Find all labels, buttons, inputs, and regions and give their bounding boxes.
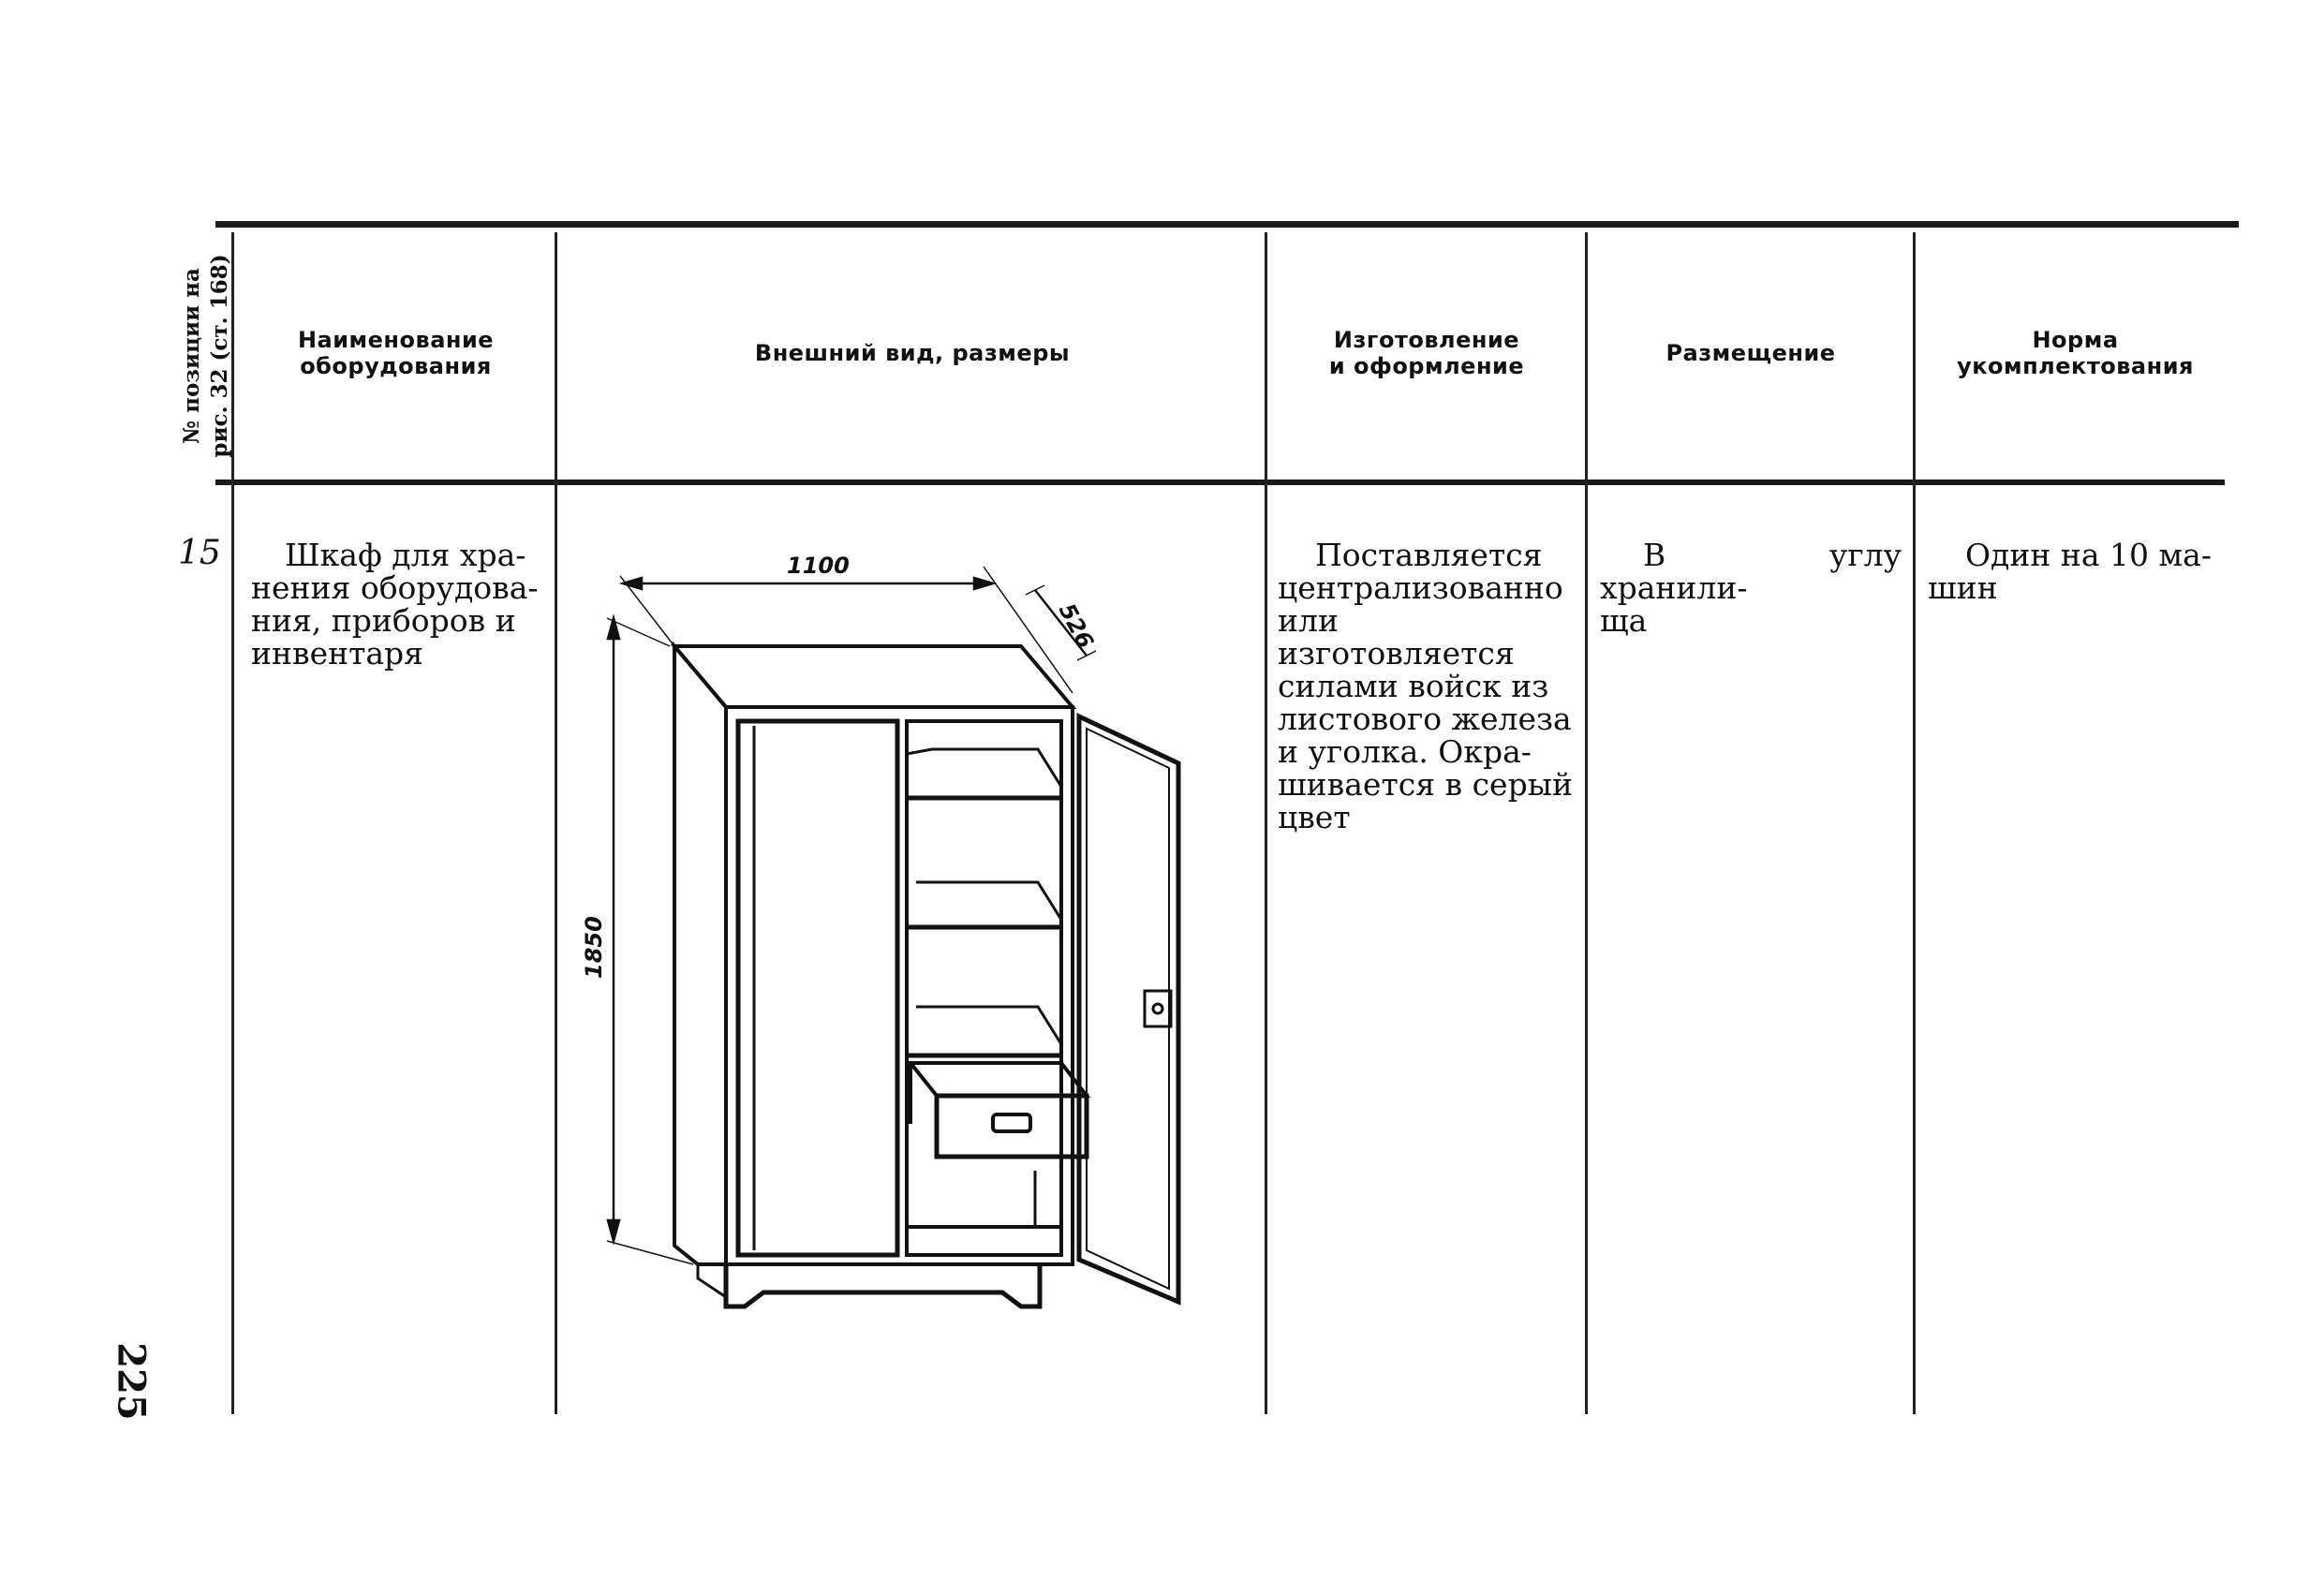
width-label: 1100 — [787, 553, 850, 579]
drawer-handle — [991, 1113, 1032, 1133]
cabinet-side-face — [673, 641, 728, 1266]
norm-cell: Один на 10 ма- шин — [1928, 537, 2212, 606]
column-divider — [555, 232, 557, 1414]
header-appearance: Внешний вид, размеры — [754, 339, 1071, 366]
column-divider — [231, 232, 234, 1414]
height-label: 1850 — [581, 916, 607, 979]
cabinet-drawing: 1100 526 1850 — [562, 553, 1255, 1330]
dimension-lines — [606, 566, 1097, 1265]
table-top-rule — [215, 221, 2239, 228]
cabinet-front-frame — [724, 705, 1074, 1266]
depth-dimension-line — [1034, 589, 1088, 657]
depth-label: 526 — [1054, 599, 1099, 653]
cabinet-right-door — [1076, 713, 1181, 1306]
column-divider — [1585, 232, 1588, 1414]
cabinet-interior — [905, 719, 1063, 1257]
header-equipment-name: Наименование оборудования — [297, 326, 495, 379]
row-number: 15 — [178, 534, 221, 572]
door-latch — [1143, 989, 1173, 1028]
cabinet-drawer — [934, 1093, 1089, 1159]
column-divider — [1265, 232, 1267, 1414]
equipment-name-cell: Шкаф для хра- нения оборудова- ния, приб… — [251, 537, 539, 672]
page-number: 225 — [109, 1342, 154, 1421]
cabinet-plinth — [723, 1264, 1043, 1309]
header-manufacture: Изготовление и оформление — [1328, 326, 1525, 379]
manufacture-cell: Поставляется централизованно или изготов… — [1278, 537, 1573, 835]
column-divider — [1913, 232, 1916, 1414]
header-position-number: № позиции на рис. 32 (ст. 168) — [179, 254, 232, 458]
cabinet-illustration: 1100 526 1850 — [581, 553, 1181, 1309]
header-norm: Норма укомплектования — [1957, 326, 2194, 379]
cabinet-left-door — [735, 718, 900, 1258]
header-placement: Размещение — [1665, 339, 1836, 366]
placement-cell: В углу хранили- ща — [1600, 537, 1902, 639]
table-header-rule — [215, 480, 2225, 485]
cabinet-top-face — [670, 644, 1077, 709]
